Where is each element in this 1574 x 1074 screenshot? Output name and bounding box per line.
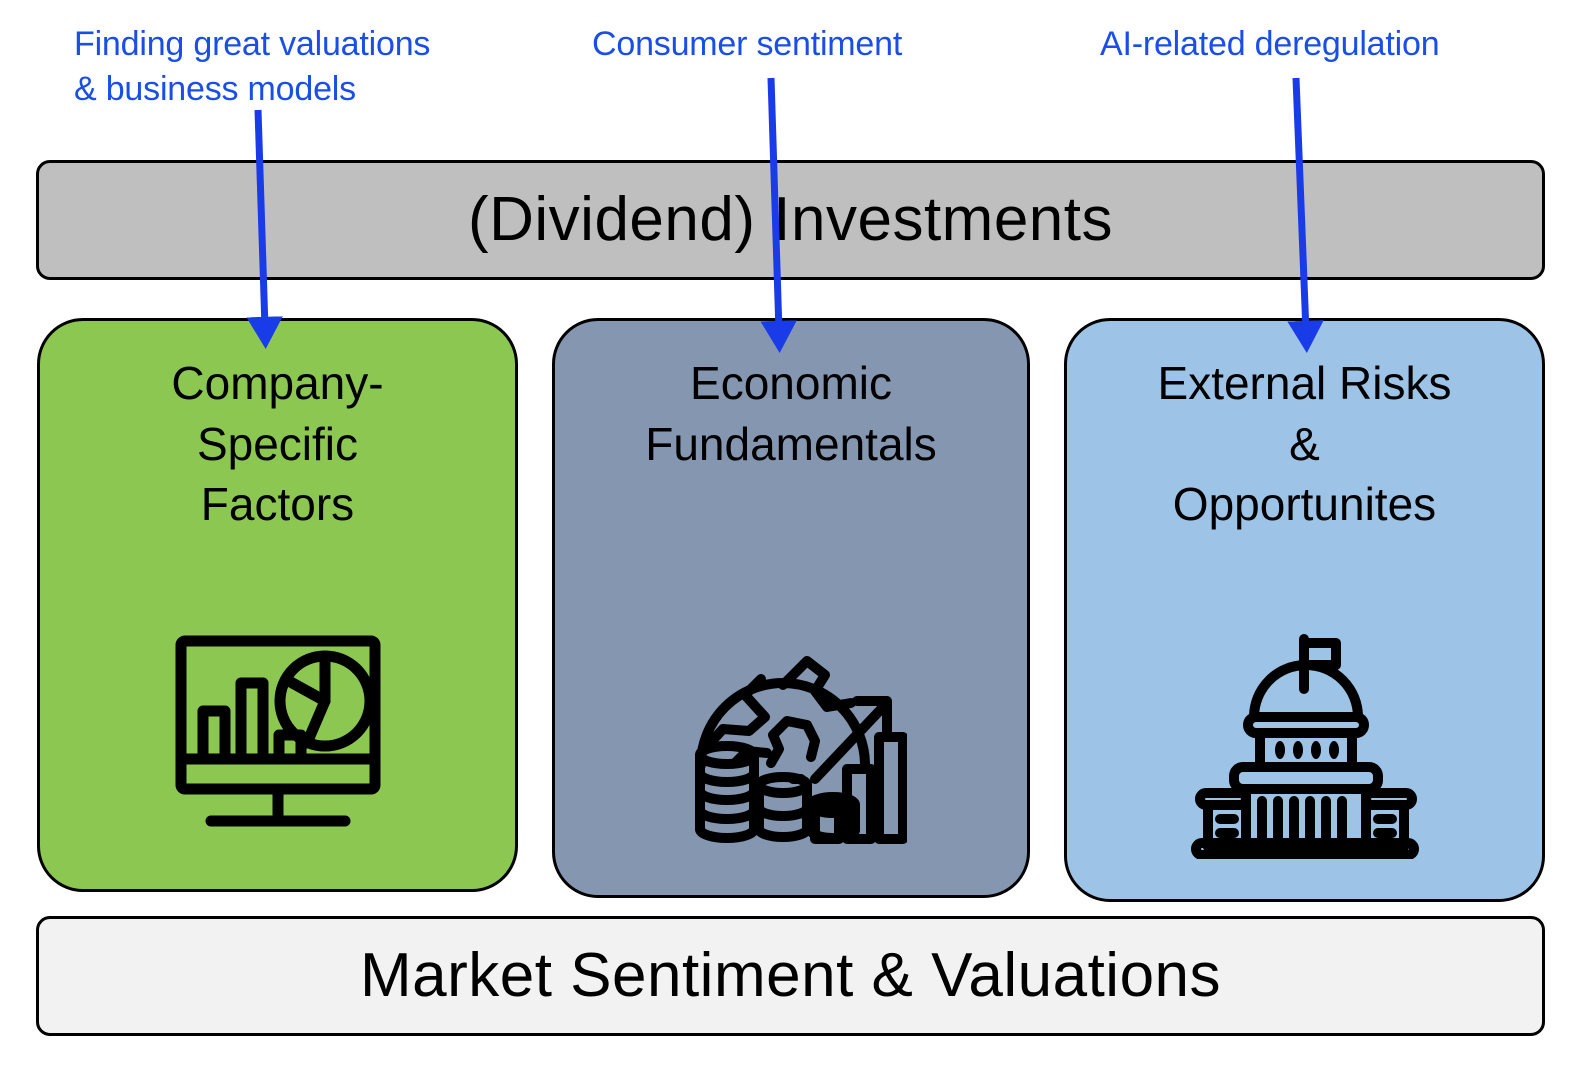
header-bar: (Dividend) Investments <box>36 160 1545 280</box>
card-economic-fundamentals[interactable]: Economic Fundamentals <box>552 318 1030 898</box>
card-company-specific-factors[interactable]: Company- Specific Factors <box>37 318 518 892</box>
header-title: (Dividend) Investments <box>467 185 1114 254</box>
card-external-risks-opportunities[interactable]: External Risks & Opportunites <box>1064 318 1545 902</box>
government-capitol-building-icon <box>1067 629 1542 859</box>
annotation-label-company: Finding great valuations & business mode… <box>74 25 431 109</box>
global-economy-growth-icon <box>555 633 1027 859</box>
card-title: Economic Fundamentals <box>645 357 937 470</box>
analytics-monitor-icon <box>40 633 515 845</box>
annotation-label-economic: Consumer sentiment <box>592 25 903 63</box>
footer-title: Market Sentiment & Valuations <box>359 941 1222 1010</box>
annotation-label-external: AI-related deregulation <box>1100 25 1440 63</box>
footer-bar: Market Sentiment & Valuations <box>36 916 1545 1036</box>
category-card-row: Company- Specific Factors <box>0 318 1574 902</box>
card-title: Company- Specific Factors <box>171 357 384 531</box>
card-title: External Risks & Opportunites <box>1157 357 1452 531</box>
